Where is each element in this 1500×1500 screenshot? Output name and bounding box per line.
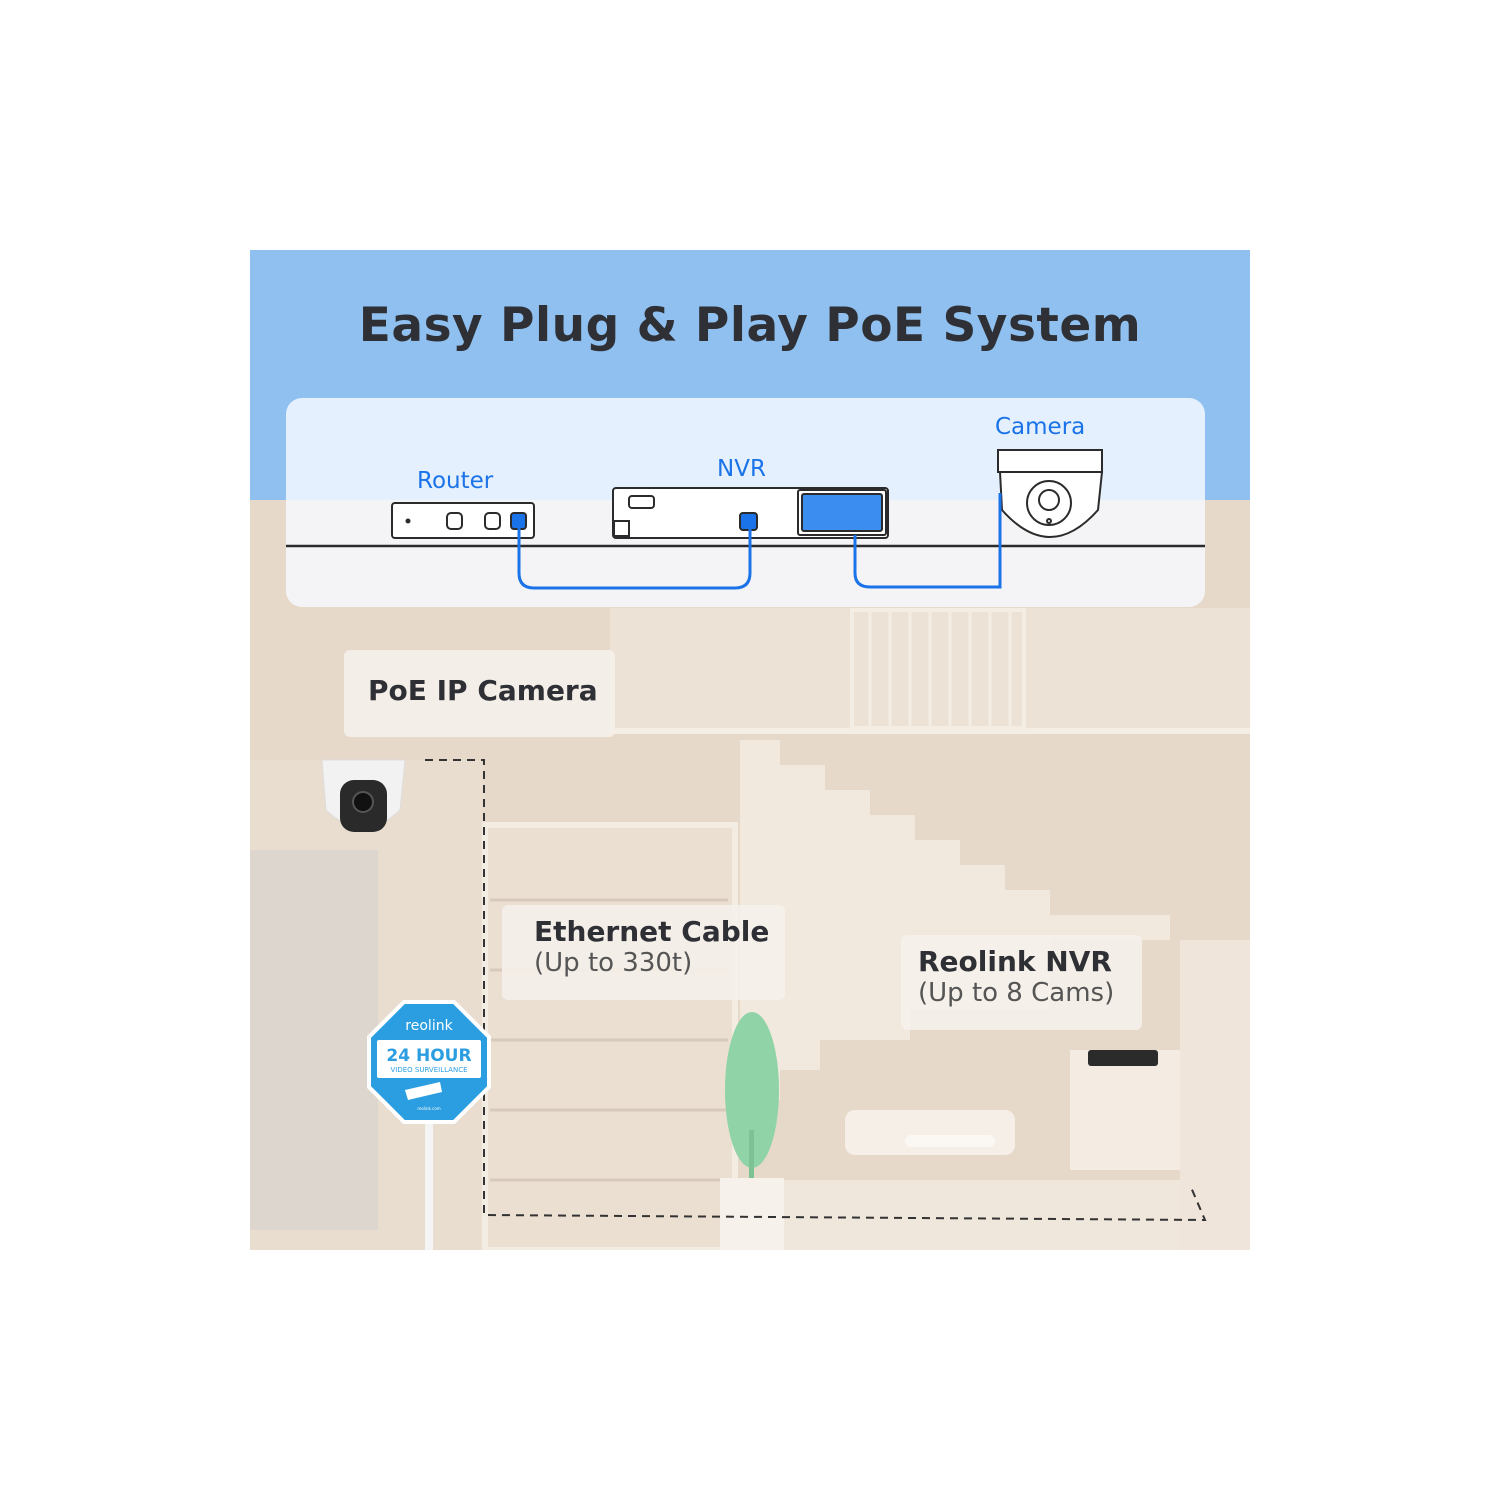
railing-bars [868,610,1012,728]
nvr-cabinet [1070,1050,1180,1170]
cable-callout-heading: Ethernet Cable [534,915,770,948]
camera-callout-heading: PoE IP Camera [368,674,598,707]
floor [780,1180,1250,1250]
nvr-icon [612,487,889,539]
coffee-table [905,1135,995,1147]
sign-headline: 24 HOUR [386,1046,471,1066]
camera-icon [997,449,1104,538]
staircase [740,740,1170,1100]
nvr-callout-sub: (Up to 8 Cams) [918,978,1115,1008]
cctv-icon [405,1082,442,1100]
cable-callout: Ethernet Cable (Up to 330t) [502,905,785,1000]
plant-stem [749,1130,754,1180]
ethernet-cable-route [425,759,1207,1222]
camera-callout: PoE IP Camera [344,650,615,737]
sofa [845,1110,1015,1155]
sign-url: reolink.com [417,1106,440,1111]
plant [725,1012,779,1168]
nvr-callout-heading: Reolink NVR [918,945,1112,978]
router-label: Router [417,468,494,494]
door [482,822,738,1250]
dome-camera [321,759,406,832]
house-scene: reolink 24 HOUR VIDEO SURVEILLANCE reoli… [250,250,1250,1250]
nvr-callout: Reolink NVR (Up to 8 Cams) [901,935,1142,1030]
sign-brand: reolink [405,1018,453,1034]
nvr-label: NVR [717,456,766,482]
planter [720,1178,784,1250]
sign-subline: VIDEO SURVEILLANCE [390,1066,467,1074]
nvr-camera-cable [853,493,1002,589]
poe-system-illustration: reolink 24 HOUR VIDEO SURVEILLANCE reoli… [250,250,1250,1250]
nvr-device [1088,1050,1158,1066]
page-title: Easy Plug & Play PoE System [358,298,1142,353]
cable-callout-sub: (Up to 330t) [534,948,693,978]
router-icon [391,502,535,539]
camera-label: Camera [995,414,1086,440]
connection-diagram [286,449,1205,590]
garage-door [250,850,378,1230]
balcony-railing [850,608,1026,730]
router-nvr-cable [517,528,752,590]
sign-post [425,1120,433,1250]
upper-floor-edge [610,728,1250,734]
surveillance-sign: reolink 24 HOUR VIDEO SURVEILLANCE reoli… [367,1000,491,1124]
connection-diagram-panel: Router NVR Camera [286,398,1205,607]
right-wall [1180,940,1250,1250]
